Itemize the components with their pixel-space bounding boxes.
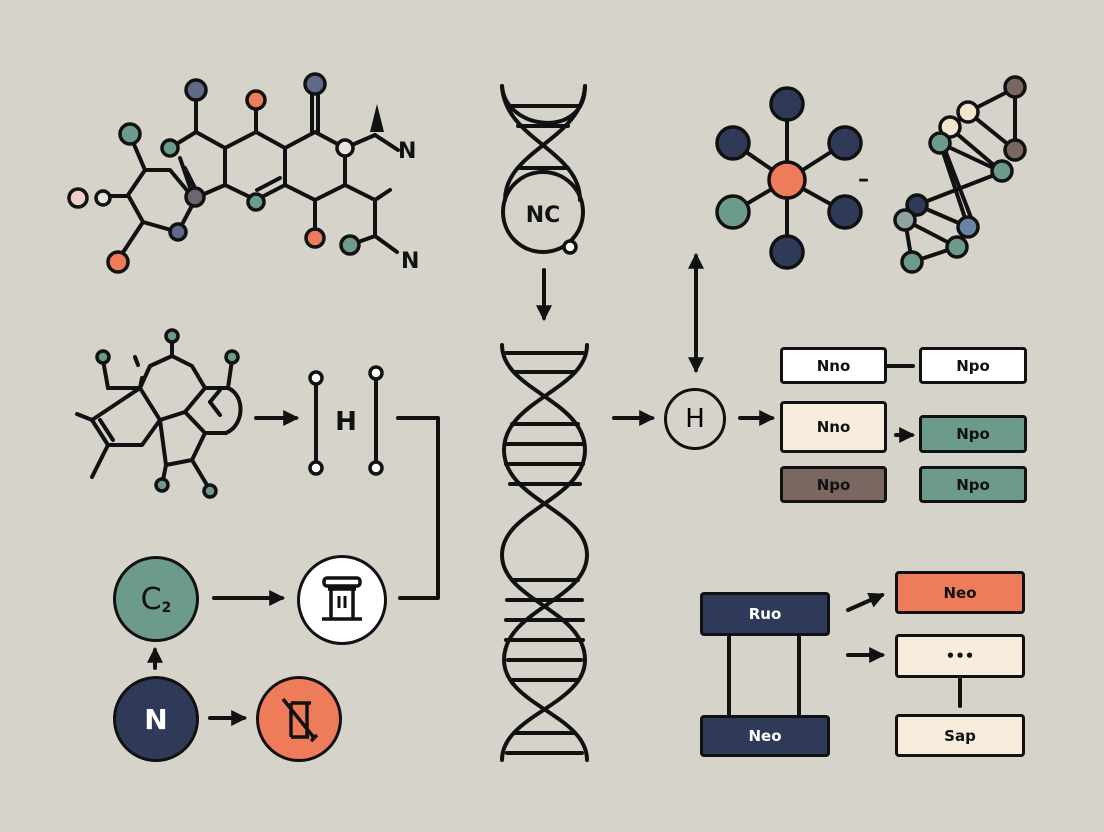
arrow-to-neo [846,592,885,612]
dna-nc-label: NC [526,203,561,228]
hub-dash: – [858,167,869,192]
box-npo-4[interactable]: Npo [919,466,1027,503]
n-label: N [144,702,168,736]
connector-line [396,416,440,600]
center-h-label: H [685,404,705,434]
hub-molecule [715,86,863,270]
box-ruo[interactable]: Ruo [700,592,830,636]
box-ellipsis[interactable]: ••• [895,634,1025,678]
n-node[interactable]: N [113,676,199,762]
center-h-node[interactable]: H [664,388,726,450]
helix-molecule [893,75,1027,274]
pillar-icon [322,576,362,621]
dna-helix-icon [500,343,589,762]
box-neo-navy[interactable]: Neo [700,715,830,757]
box-sap[interactable]: Sap [895,714,1025,757]
box-label: Npo [956,425,990,443]
box-label: Npo [956,475,990,494]
box-label: Nno [816,356,851,375]
box-label: Sap [944,726,976,745]
box-label: ••• [945,647,975,665]
dna-loop-icon [500,84,587,255]
box-label: Npo [956,356,990,375]
box-nno-2[interactable]: Nno [780,401,887,453]
bracket-h-label: H [335,407,357,437]
blocked-node[interactable] [256,676,342,762]
box-neo-coral[interactable]: Neo [895,571,1025,614]
c2-sub-label: 2 [161,600,172,616]
molecule-top-left [67,72,400,274]
box-nno-1[interactable]: Nno [780,347,887,384]
box-label: Ruo [748,605,782,623]
box-label: Neo [748,727,782,745]
box-label: Npo [816,475,851,494]
box-label: Neo [943,583,977,602]
box-npo-2[interactable]: Npo [919,415,1027,453]
pillar-node[interactable] [297,555,387,645]
box-npo-1[interactable]: Npo [919,347,1027,384]
atom-label-n2: N [401,249,419,274]
crossed-out-icon [281,697,319,743]
molecule-middle-left [75,328,243,499]
atom-label-n1: N [398,139,416,164]
bracket-pair [308,365,384,476]
box-npo-3[interactable]: Npo [780,466,887,503]
box-label: Nno [816,418,851,436]
c2-main-label: C [140,581,162,617]
